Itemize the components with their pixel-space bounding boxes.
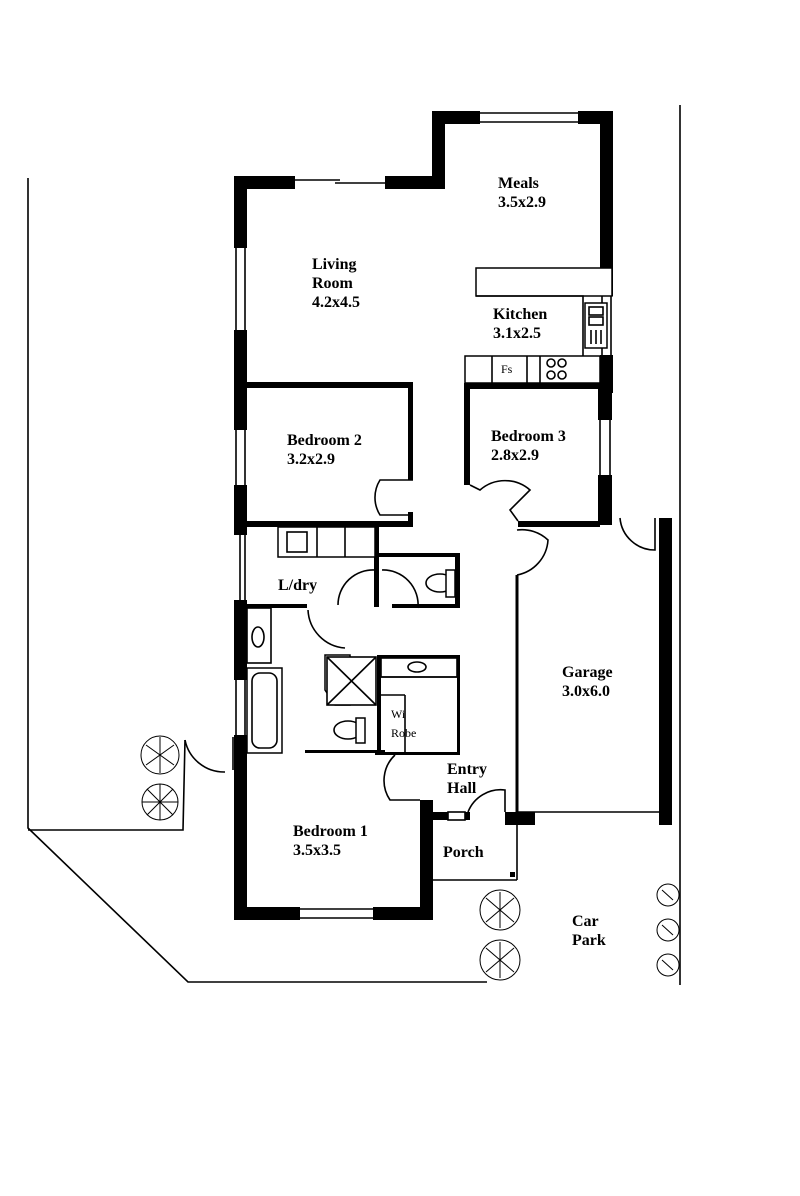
doors [28, 479, 656, 831]
kitchen-bench-lower [464, 355, 601, 384]
bedroom1-label: Bedroom 1 [293, 823, 368, 840]
kitchen-size: 3.1x2.5 [493, 325, 541, 342]
fixtures: Fs [246, 267, 613, 754]
tree-icon [479, 889, 521, 931]
shrub-icon [656, 953, 680, 977]
entry-hall-label-2: Hall [447, 780, 477, 797]
trees [140, 735, 680, 981]
meals-size: 3.5x2.9 [498, 194, 546, 211]
carpark-label-2: Park [572, 932, 606, 949]
shrub-icon [141, 783, 179, 821]
shrub-icon [656, 883, 680, 907]
laundry-tub-icon [286, 531, 308, 553]
sink-icon [584, 302, 608, 349]
cooktop-icon [546, 358, 567, 380]
bedroom1-size: 3.5x3.5 [293, 842, 341, 859]
wirobe-label-2: Robe [391, 726, 416, 740]
basin-icon [251, 626, 265, 648]
meals-label: Meals [498, 175, 539, 192]
bedroom3-size: 2.8x2.9 [491, 447, 539, 464]
living-label: Living [312, 256, 356, 273]
bedroom2-label: Bedroom 2 [287, 432, 362, 449]
living-size: 4.2x4.5 [312, 294, 360, 311]
shrub-icon [656, 918, 680, 942]
toilet-icon [333, 569, 456, 744]
site-boundary [27, 105, 681, 985]
garage-label: Garage [562, 664, 613, 681]
tree-icon [140, 735, 180, 775]
fridge-space-label: Fs [501, 362, 513, 376]
shower-icon [324, 654, 377, 706]
walls [234, 111, 672, 920]
bathtub-icon [246, 667, 283, 754]
vanity-basin-icon [407, 661, 427, 673]
laundry-label: L/dry [278, 577, 317, 594]
kitchen-label: Kitchen [493, 306, 547, 323]
porch-label: Porch [443, 844, 484, 861]
entry-hall-label: Entry [447, 761, 487, 778]
wirobe-label: Wi [391, 707, 406, 721]
living-label-2: Room [312, 275, 354, 292]
carpark-label: Car [572, 913, 599, 930]
bedroom2-size: 3.2x2.9 [287, 451, 335, 468]
bedroom3-label: Bedroom 3 [491, 428, 566, 445]
tree-icon [479, 939, 521, 981]
kitchen-bench-upper [475, 267, 613, 297]
room-labels: Meals 3.5x2.9 Living Room 4.2x4.5 Kitche… [278, 175, 613, 949]
garage-size: 3.0x6.0 [562, 683, 610, 700]
